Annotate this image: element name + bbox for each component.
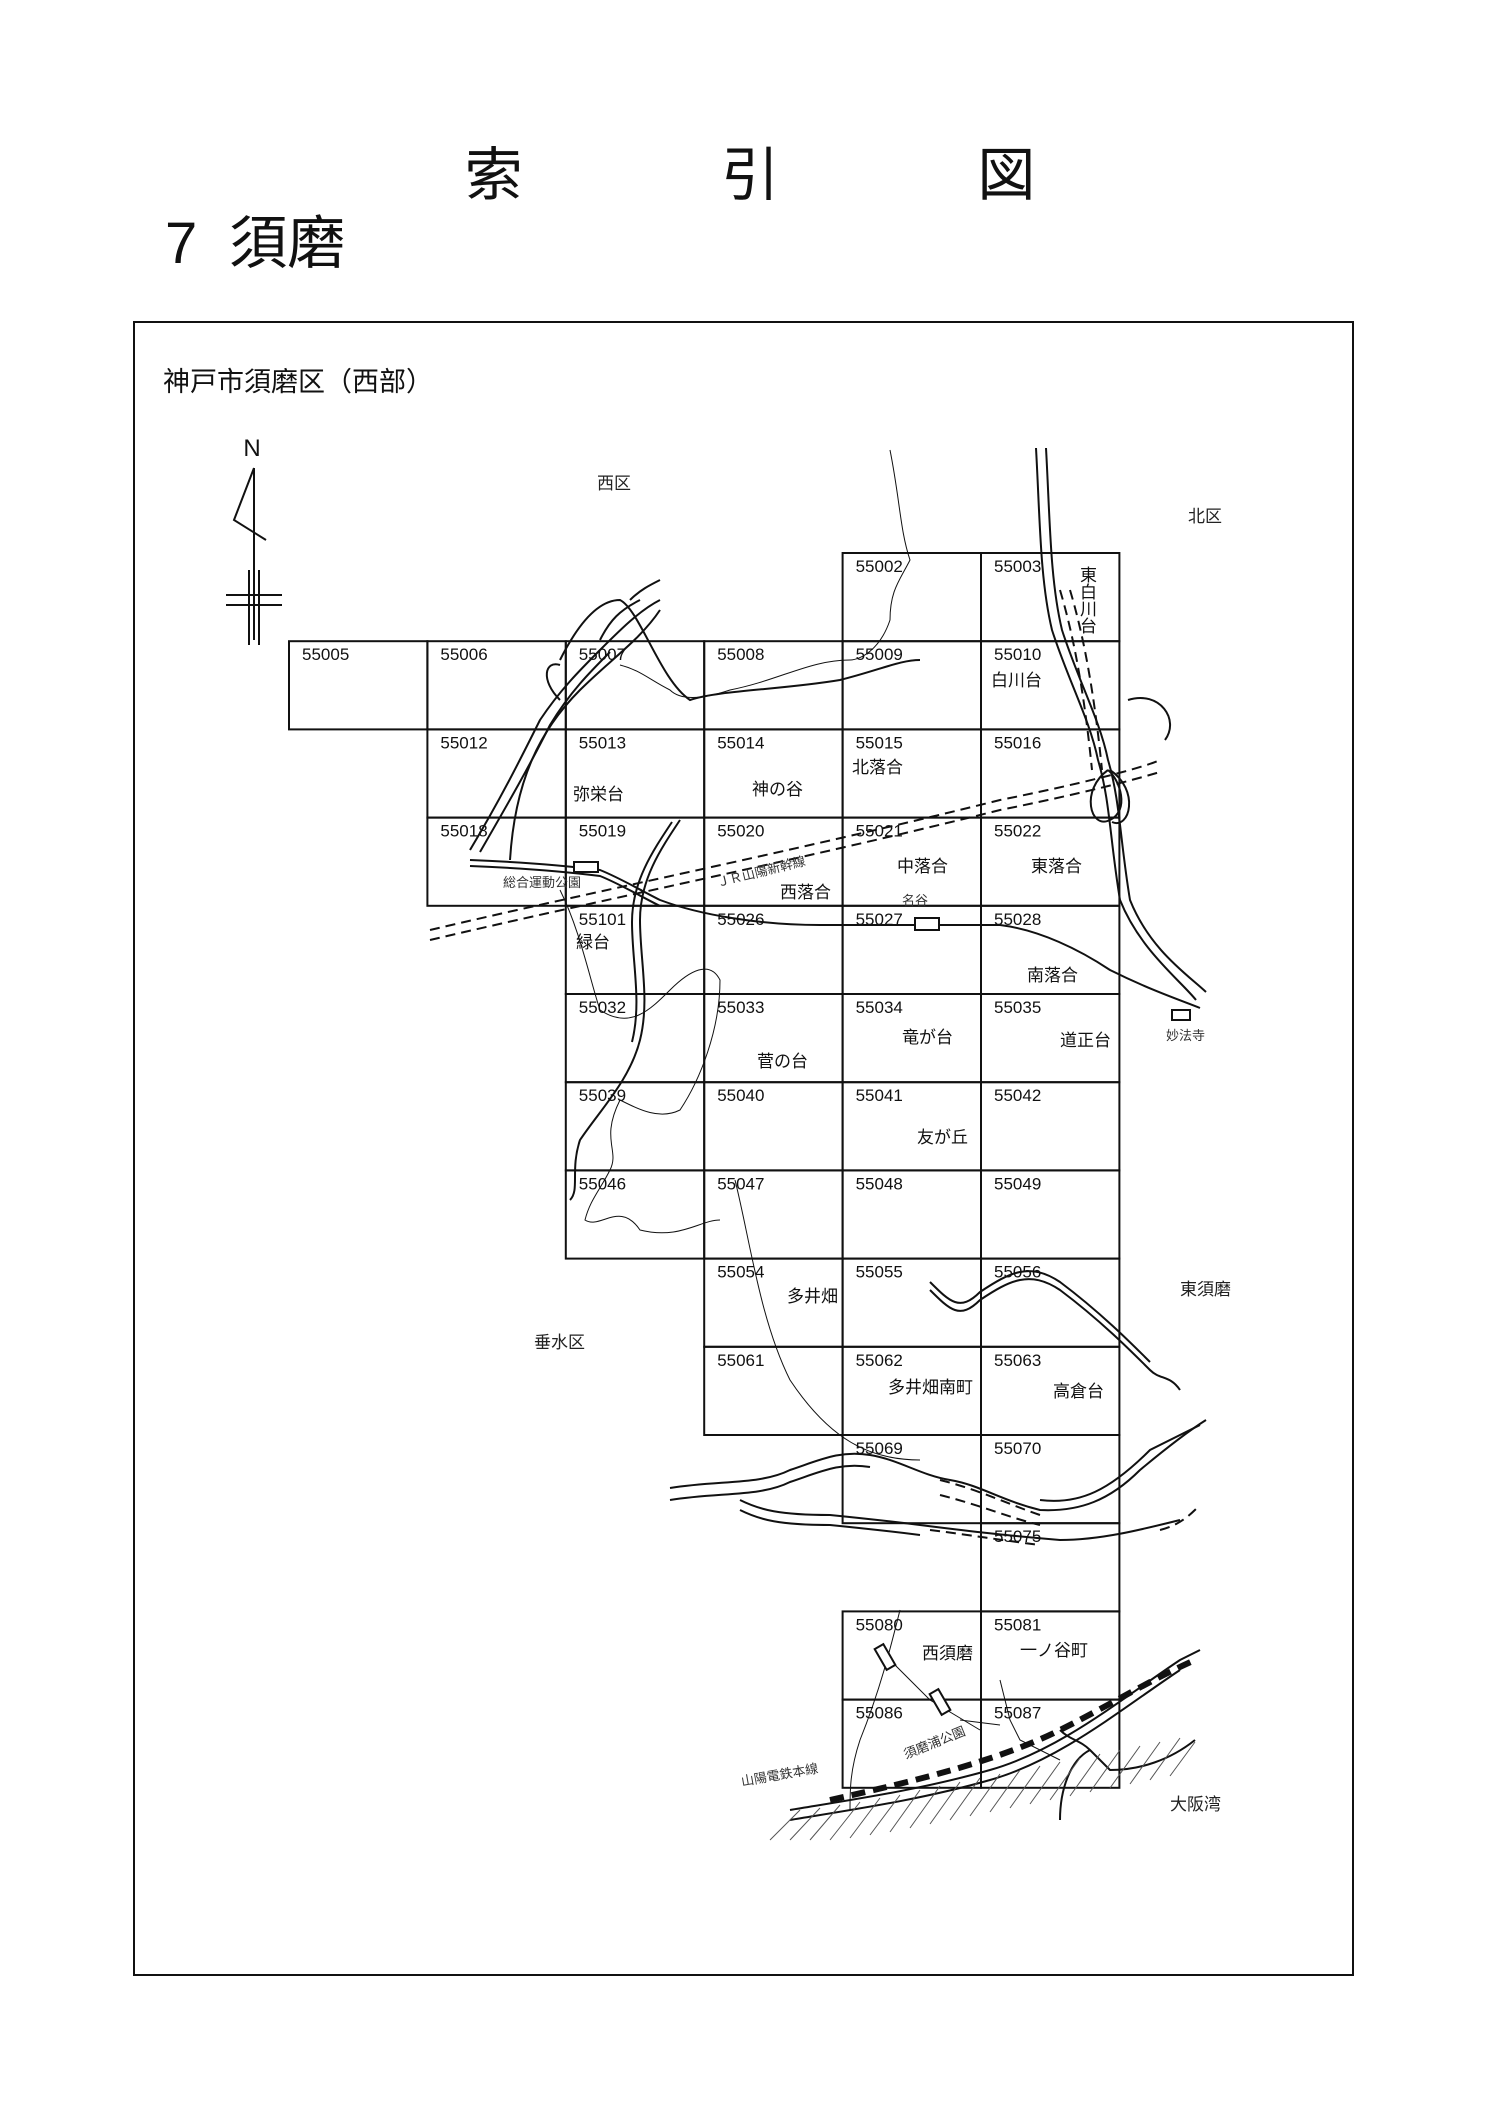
grid-cell-label: 55014 [717, 733, 764, 752]
town-label: 緑台 [576, 933, 610, 953]
town-label: 西落合 [780, 883, 831, 903]
area-label: 大阪湾 [1170, 1795, 1221, 1815]
grid-cell-label: 55054 [717, 1263, 764, 1282]
town-label: 菅の台 [757, 1052, 808, 1072]
grid-cell-label: 55081 [994, 1615, 1041, 1634]
town-label: 多井畑南町 [888, 1378, 973, 1398]
feature-label: 名谷 [902, 893, 928, 909]
grid-cell-label: 55012 [440, 733, 487, 752]
map-frame [133, 321, 1354, 1976]
chapter-number: 7 [165, 211, 198, 276]
area-label: 西区 [597, 474, 631, 494]
north-label: N [243, 435, 260, 462]
town-label: 東白川台 [1076, 566, 1097, 634]
grid-cell-label: 55062 [856, 1351, 903, 1370]
feature-label: 妙法寺 [1166, 1029, 1205, 1044]
town-label: 高倉台 [1053, 1382, 1104, 1402]
grid-cell-label: 55010 [994, 645, 1041, 664]
area-label: 東須磨 [1180, 1280, 1231, 1300]
grid-cell-label: 55034 [856, 998, 903, 1017]
grid-cell-label: 55055 [856, 1263, 903, 1282]
chapter-heading: 7 須磨 [165, 196, 345, 280]
grid-cell-label: 55035 [994, 998, 1041, 1017]
grid-cell-label: 55086 [856, 1704, 903, 1723]
grid-cell-label: 55049 [994, 1174, 1041, 1193]
grid-cell-label: 55042 [994, 1086, 1041, 1105]
grid-cell-label: 55015 [856, 733, 903, 752]
town-label: 東落合 [1031, 857, 1082, 877]
grid-cell-label: 55002 [856, 557, 903, 576]
grid-cell-label: 55028 [994, 910, 1041, 929]
town-label: 友が丘 [917, 1128, 968, 1148]
grid-cell-label: 55016 [994, 733, 1041, 752]
town-label: 白川台 [991, 671, 1042, 691]
town-label: 一ノ谷町 [1020, 1641, 1088, 1661]
grid-cell-label: 55006 [440, 645, 487, 664]
grid-cell [980, 1698, 1121, 1789]
town-label: 中落合 [897, 857, 948, 877]
north-arrow-icon: N [226, 435, 282, 645]
grid-cell-label: 55069 [856, 1439, 903, 1458]
grid-cell-label: 55087 [994, 1704, 1041, 1723]
town-label: 西須磨 [922, 1644, 973, 1664]
grid-cell-label: 55080 [856, 1615, 903, 1634]
grid-cell-label: 55022 [994, 822, 1041, 841]
town-label: 竜が台 [902, 1028, 953, 1048]
town-label: 神の谷 [752, 780, 803, 800]
grid-cell-label: 55070 [994, 1439, 1041, 1458]
shinkansen-line [429, 589, 1201, 1546]
grid-cell-label: 55003 [994, 557, 1041, 576]
area-label: 垂水区 [534, 1333, 585, 1353]
grid-cell-label: 55039 [579, 1086, 626, 1105]
grid-cell-label: 55013 [579, 733, 626, 752]
grid-cell-label: 55005 [302, 645, 349, 664]
town-label: 南落合 [1027, 966, 1078, 986]
grid-cell-label: 55063 [994, 1351, 1041, 1370]
grid-cell-label: 55101 [579, 910, 626, 929]
grid-cell-label: 55021 [856, 822, 903, 841]
grid-cell-label: 55033 [717, 998, 764, 1017]
grid-cell-label: 55008 [717, 645, 764, 664]
chapter-name: 須磨 [229, 209, 346, 277]
grid-cell-label: 55061 [717, 1351, 764, 1370]
town-label: 北落合 [852, 758, 903, 778]
feature-label: 山陽電鉄本線 [740, 1761, 820, 1790]
grid-cell-label: 55047 [717, 1174, 764, 1193]
grid-cell-label: 55041 [856, 1086, 903, 1105]
coastline-hatching [769, 1737, 1196, 1841]
town-label: 多井畑 [787, 1287, 838, 1307]
page-title: 索 引 図 [464, 141, 1126, 209]
grid-cell-label: 55048 [856, 1174, 903, 1193]
town-label: 道正台 [1060, 1031, 1111, 1051]
station-markers [573, 861, 1191, 1717]
grid-cell-label: 55020 [717, 822, 764, 841]
map-subtitle: 神戸市須磨区（西部） [163, 367, 433, 398]
grid-cell-label: 55009 [856, 645, 903, 664]
grid-cell-label: 55032 [579, 998, 626, 1017]
area-label: 北区 [1188, 507, 1222, 527]
feature-label: 総合運動公園 [503, 876, 581, 891]
grid-cell-label: 55040 [717, 1086, 764, 1105]
town-label: 弥栄台 [573, 785, 624, 805]
grid-cell-label: 55018 [440, 822, 487, 841]
feature-label: 須磨浦公園 [902, 1724, 968, 1762]
grid-cell-label: 55019 [579, 822, 626, 841]
road-network [469, 447, 1207, 1821]
